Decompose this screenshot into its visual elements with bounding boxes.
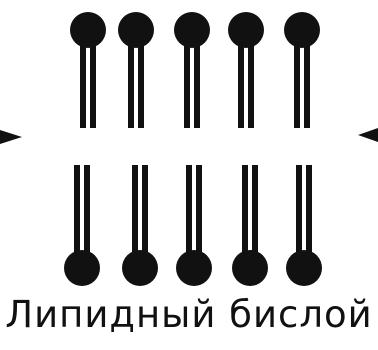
bottom-lipid <box>176 165 212 286</box>
lipid-head <box>174 12 210 48</box>
lipid-tail <box>142 165 148 256</box>
top-leaflet <box>70 12 320 128</box>
top-lipid <box>70 12 106 128</box>
lipid-tail <box>90 40 96 128</box>
lipid-head <box>286 250 322 286</box>
top-lipid <box>174 12 210 128</box>
lipid-head <box>64 250 100 286</box>
lipid-head <box>228 12 264 48</box>
lipid-head <box>232 250 268 286</box>
lipid-tail <box>304 40 310 128</box>
lipid-head <box>176 250 212 286</box>
lipid-bilayer-diagram <box>0 0 378 300</box>
lipid-tail <box>242 165 248 256</box>
lipid-head <box>122 250 158 286</box>
lipid-tail <box>238 40 244 128</box>
lipid-head <box>70 12 106 48</box>
lipid-tail <box>84 165 90 256</box>
bottom-lipid <box>122 165 158 286</box>
bottom-lipid <box>64 165 100 286</box>
lipid-head <box>118 12 154 48</box>
top-lipid <box>228 12 264 128</box>
lipid-tail <box>248 40 254 128</box>
lipid-tail <box>252 165 258 256</box>
lipid-tail <box>194 40 200 128</box>
lipid-tail <box>196 165 202 256</box>
top-lipid <box>284 12 320 128</box>
lipid-tail <box>138 40 144 128</box>
lipid-tail <box>296 165 302 256</box>
lipid-tail <box>80 40 86 128</box>
lipid-tail <box>74 165 80 256</box>
lipid-tail <box>306 165 312 256</box>
bottom-lipid <box>232 165 268 286</box>
lipid-tail <box>128 40 134 128</box>
arrow-left-icon <box>358 128 378 142</box>
top-lipid <box>118 12 154 128</box>
diagram-caption: Липидный бислой <box>0 293 378 336</box>
bottom-leaflet <box>64 165 322 286</box>
lipid-head <box>284 12 320 48</box>
lipid-tail <box>294 40 300 128</box>
lipid-tail <box>186 165 192 256</box>
lipid-tail <box>132 165 138 256</box>
lipid-tail <box>184 40 190 128</box>
bottom-lipid <box>286 165 322 286</box>
arrow-right-icon <box>0 130 22 144</box>
